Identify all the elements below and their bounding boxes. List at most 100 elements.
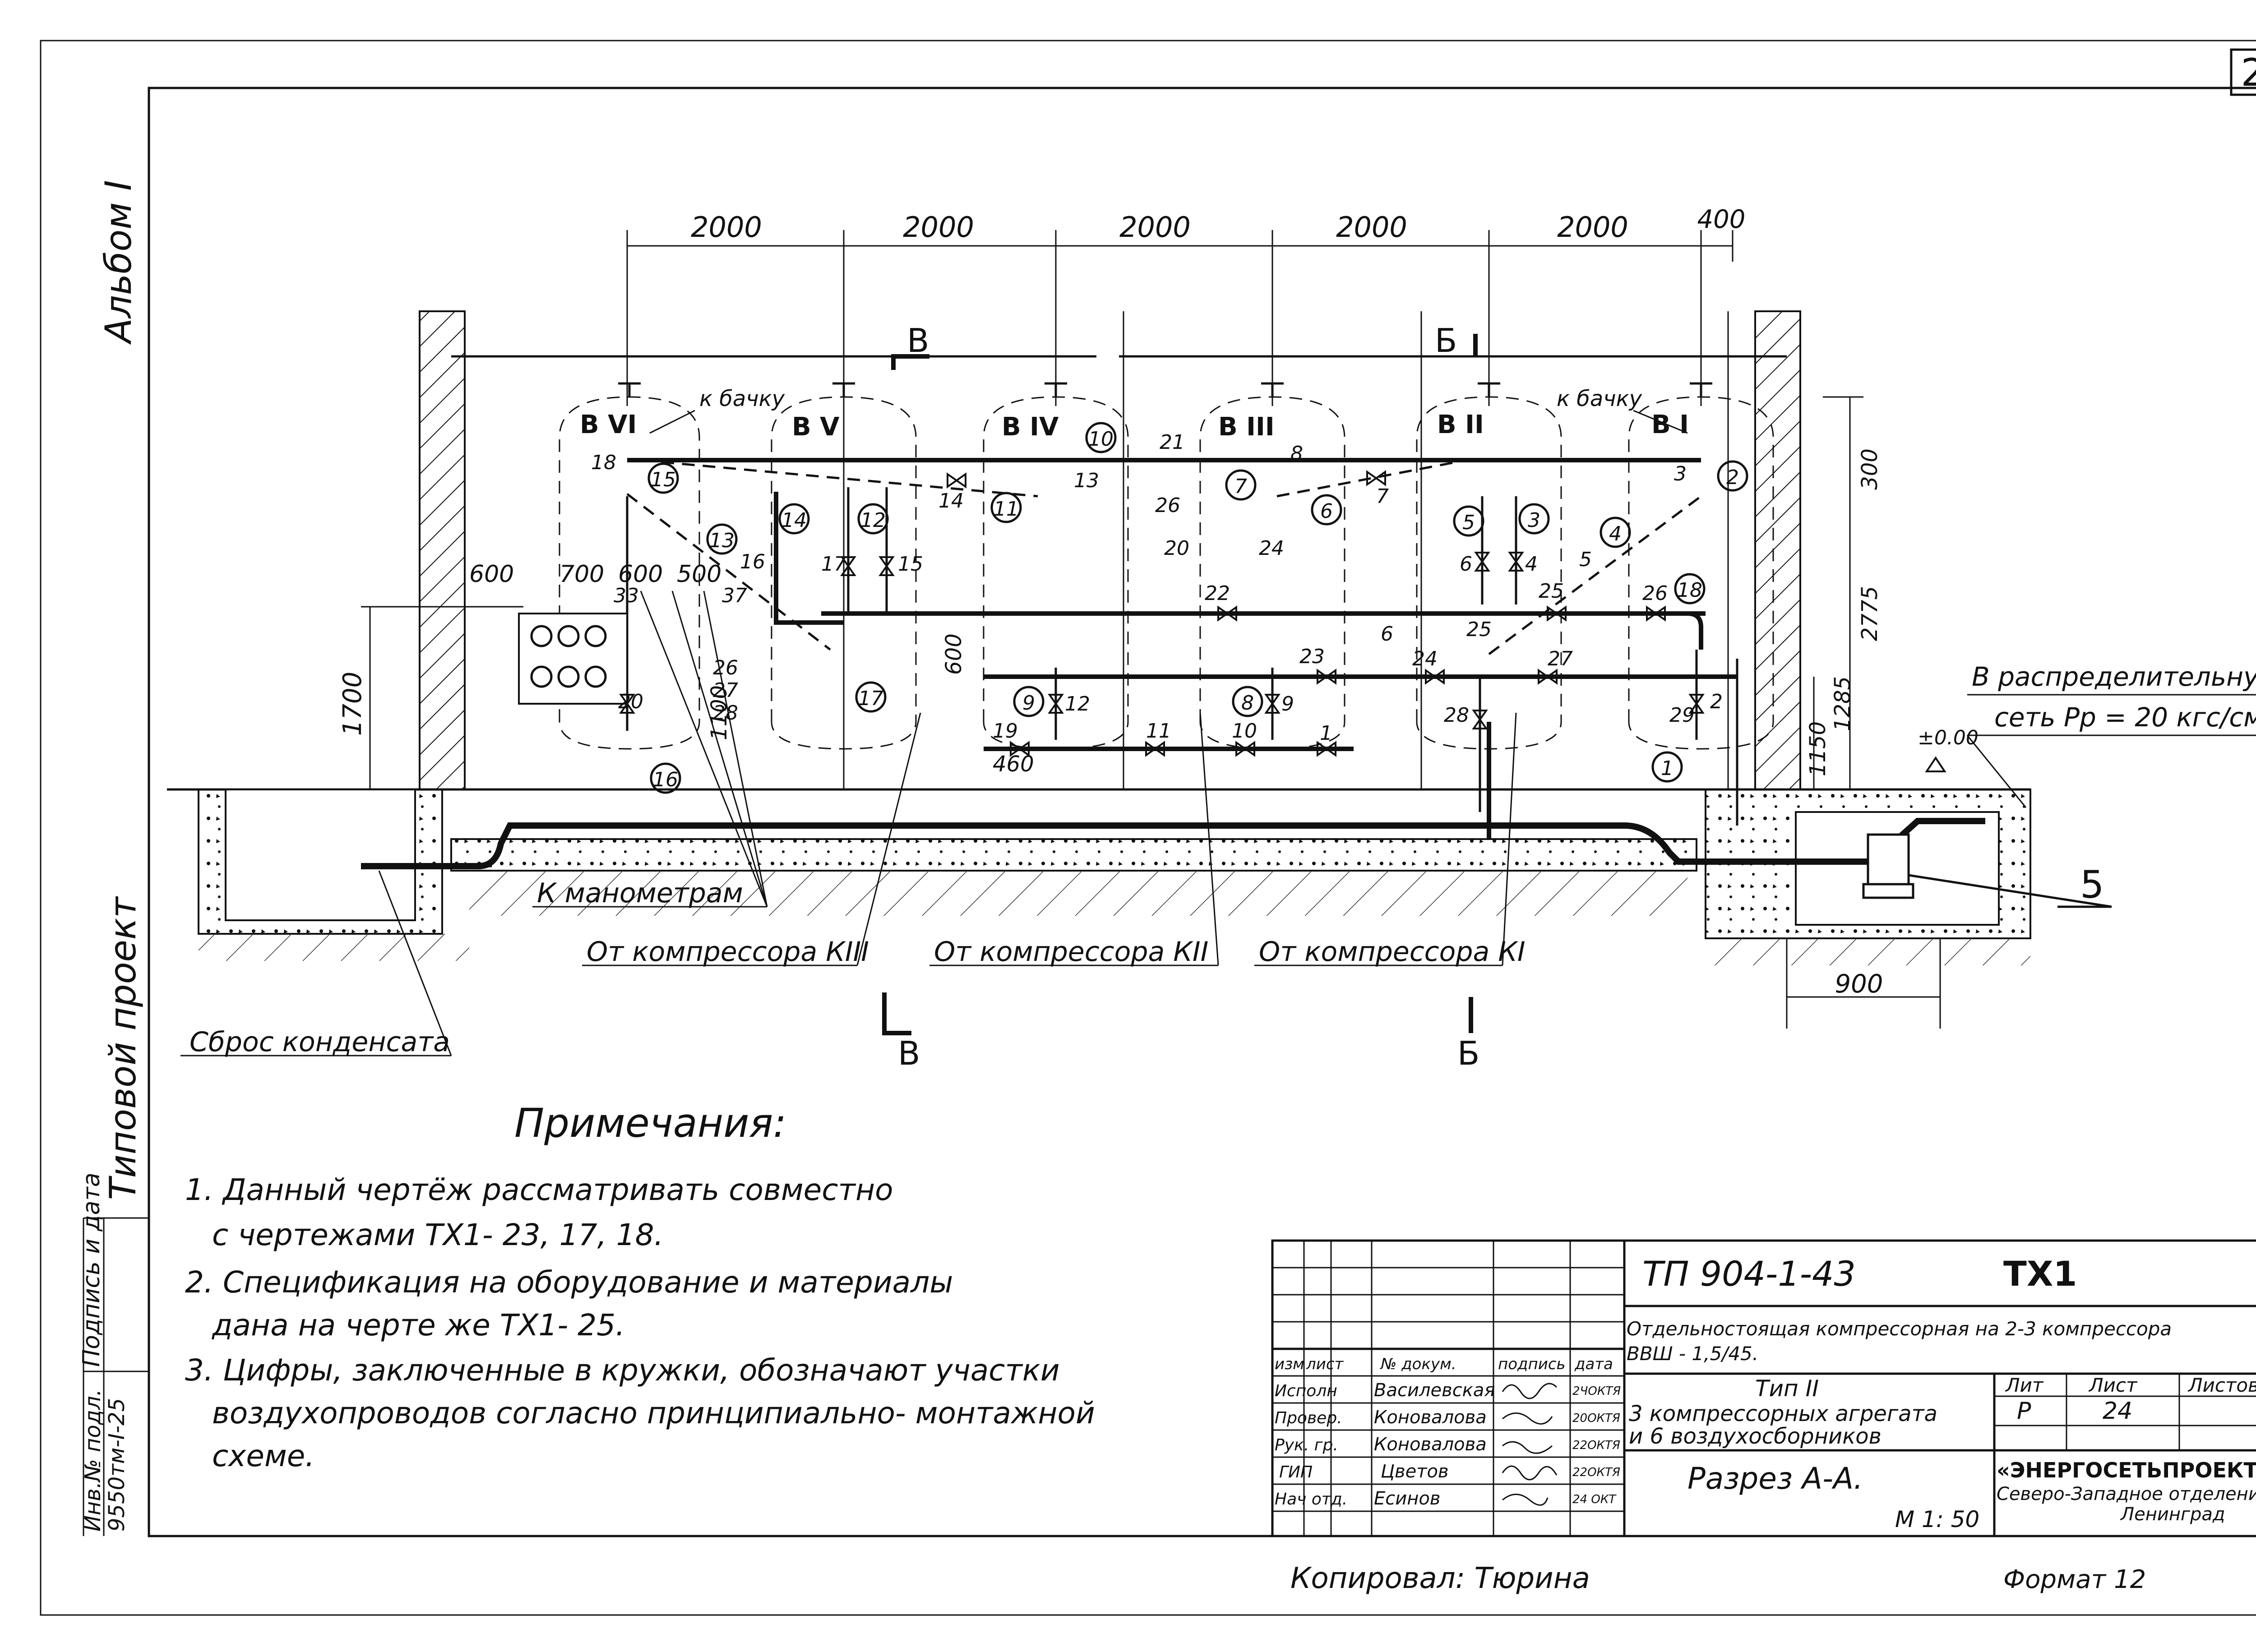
dashed-branches: [626, 459, 1702, 655]
sheet-number-box: [2230, 48, 2256, 96]
circled-markers: 15 13 14 12 10 11 7 6 5 3 4 2 18 17 9 8 …: [647, 422, 1748, 794]
album-label: Альбом I: [97, 180, 139, 345]
svg-text:11: 11: [994, 498, 1019, 521]
svg-text:6: 6: [1460, 553, 1472, 576]
circle-16: 16: [650, 762, 681, 794]
svg-text:Б: Б: [1457, 1034, 1479, 1072]
from-k3: От компрессора КIII: [587, 936, 869, 968]
circle-18: 18: [1674, 573, 1706, 605]
tb-doc-mark: ТХ1: [2003, 1254, 2077, 1294]
left-pit-inner: [225, 789, 416, 921]
svg-text:300: 300: [1857, 448, 1882, 490]
tb-role-4: ГИП: [1279, 1463, 1313, 1481]
circle-14: 14: [778, 503, 810, 535]
svg-text:5: 5: [1579, 548, 1592, 571]
svg-text:10: 10: [1088, 428, 1114, 451]
tb-name-2: Коновалова: [1374, 1407, 1487, 1428]
outer-frame: [40, 40, 2256, 1616]
valve-number-labels: 18 21 26 14 13 8 7 3 16 17 15 6 4 5 20 2…: [591, 431, 1723, 745]
inv-no-label: Инв.№ подл.: [80, 1389, 106, 1532]
circle-6: 6: [1311, 494, 1342, 526]
circle-3: 3: [1518, 503, 1550, 535]
circle-4: 4: [1600, 517, 1631, 548]
svg-text:26: 26: [1642, 582, 1668, 605]
tb-project-title-2: ВВШ - 1,5/45.: [1627, 1343, 1758, 1365]
tb-col-date: дата: [1574, 1355, 1613, 1373]
note-line-7: схеме.: [212, 1439, 314, 1473]
svg-text:2775: 2775: [1857, 586, 1882, 641]
svg-text:В: В: [907, 322, 929, 360]
svg-text:18: 18: [1677, 579, 1702, 602]
tb-name-4: Цветов: [1381, 1461, 1449, 1482]
tb-role-1: Исполн: [1275, 1382, 1337, 1400]
dim-top-3: 2000: [1119, 211, 1191, 244]
receiver-label-b4: В IV: [1002, 412, 1059, 442]
tb-role-3: Рук. гр.: [1275, 1436, 1338, 1454]
svg-text:9: 9: [1022, 692, 1035, 715]
note-line-4: дана на черте же ТХ1- 25.: [212, 1308, 625, 1343]
circle-12: 12: [857, 503, 889, 535]
receiver-label-b2: В II: [1437, 410, 1484, 439]
project-label: Типовой проект: [102, 896, 144, 1200]
tb-col-izm: изм: [1275, 1355, 1304, 1373]
svg-text:15: 15: [651, 468, 676, 491]
svg-text:8: 8: [1241, 692, 1254, 715]
svg-text:28: 28: [1444, 704, 1469, 727]
dim-top-2: 2000: [903, 211, 974, 244]
inner-frame: [148, 87, 2256, 1537]
svg-text:21: 21: [1160, 431, 1185, 454]
network-label: сеть Рр = 20 кгс/см²: [1994, 702, 2256, 733]
from-k2: От компрессора КII: [934, 936, 1208, 968]
svg-text:1700: 1700: [338, 672, 367, 736]
svg-text:3: 3: [1528, 509, 1540, 532]
svg-text:29: 29: [1669, 704, 1695, 727]
note-line-6: воздухопроводов согласно принципиально- …: [212, 1396, 1095, 1431]
notes-title: Примечания:: [514, 1100, 786, 1146]
svg-text:33: 33: [614, 584, 639, 607]
gauges-label: К манометрам: [537, 877, 743, 909]
circle-8: 8: [1232, 686, 1263, 717]
copied-by: Копировал: Тюрина: [1290, 1562, 1590, 1595]
to-tank-right: к бачку: [1557, 386, 1642, 411]
circle-13: 13: [706, 523, 738, 555]
tb-subtitle-3: и 6 воздухосборников: [1629, 1424, 1882, 1449]
svg-text:1150: 1150: [1805, 721, 1831, 776]
dim-top-1: 2000: [691, 211, 762, 244]
svg-text:18: 18: [591, 451, 616, 474]
tb-sheet-label: Лист: [2088, 1374, 2138, 1396]
circle-15: 15: [647, 462, 679, 494]
circle-7: 7: [1225, 469, 1257, 501]
svg-text:14: 14: [938, 489, 964, 512]
svg-text:700: 700: [559, 561, 604, 588]
svg-text:16: 16: [653, 768, 678, 791]
tb-doc-code: ТП 904-1-43: [1642, 1254, 1856, 1294]
svg-text:1: 1: [1661, 757, 1674, 780]
svg-text:20: 20: [618, 690, 643, 713]
channel-base: [450, 838, 1697, 872]
svg-text:24: 24: [1412, 647, 1438, 670]
signatures: [1502, 1383, 1558, 1506]
tb-project-title-1: Отдельностоящая компрессорная на 2-3 ком…: [1627, 1318, 2172, 1340]
note-line-3: 2. Спецификация на оборудование и матери…: [185, 1265, 953, 1300]
signature-date-label: Подпись и дата: [78, 1172, 105, 1367]
svg-text:4: 4: [1609, 522, 1622, 545]
condensate-pump: [1862, 833, 1914, 899]
from-k1: От компрессора КI: [1259, 936, 1526, 968]
svg-text:26: 26: [713, 656, 738, 679]
svg-text:2: 2: [1710, 690, 1723, 713]
tb-name-3: Коновалова: [1374, 1434, 1487, 1455]
svg-text:В: В: [898, 1034, 920, 1072]
svg-text:12: 12: [1065, 692, 1090, 715]
svg-text:6: 6: [1381, 623, 1393, 646]
svg-text:500: 500: [677, 561, 721, 588]
svg-text:17: 17: [821, 553, 846, 576]
svg-text:27: 27: [1548, 647, 1573, 670]
section-marks: В Б В Б: [882, 322, 1479, 1072]
svg-text:8: 8: [1290, 442, 1303, 465]
tb-lit-label: Лит: [2005, 1374, 2044, 1396]
tb-name-5: Есинов: [1374, 1488, 1440, 1509]
circle-9: 9: [1013, 686, 1045, 717]
svg-text:22: 22: [1205, 582, 1230, 605]
right-wall: [1754, 310, 1801, 790]
